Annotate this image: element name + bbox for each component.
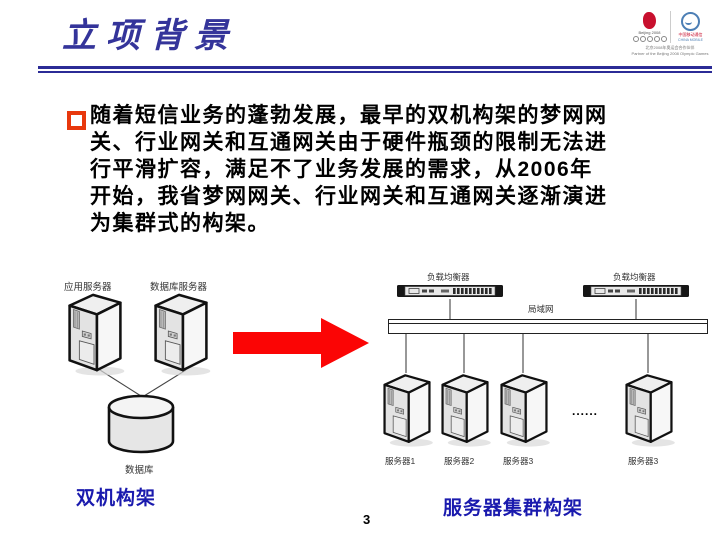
logo-caption: 北京2008年奥运会合作伙伴 Partner of the Beijing 20… [627,45,713,56]
db-server-label: 数据库服务器 [150,282,208,293]
cluster-server-1-label: 服务器1 [385,456,416,466]
paragraph-line: 随着短信业务的蓬勃发展，最早的双机构架的梦网网 [90,104,608,127]
load-balancer-1-icon [397,283,503,299]
database-cylinder-icon [106,393,176,457]
china-mobile-mark-icon [681,12,700,31]
cluster-server-n-label: 服务器3 [628,456,659,466]
cluster-server-3-label: 服务器3 [503,456,534,466]
title-rule-top [38,66,712,69]
body-paragraph: 随着短信业务的蓬勃发展，最早的双机构架的梦网网 关、行业网关和互通网关由于硬件瓶… [90,102,670,237]
china-mobile-cn-label: 中国移动通信 [678,32,703,37]
cluster-server-3-icon [497,371,551,447]
paragraph-line: 行平滑扩容，满足不了业务发展的需求，从2006年 [90,158,593,181]
logo-caption-en: Partner of the Beijing 2008 Olympic Game… [631,51,709,56]
lan-label: 局域网 [528,304,554,314]
partner-logo: Beijing 2008 中国移动通信 CHINA MOBILE 北京2008年… [627,11,713,56]
beijing-2008-label: Beijing 2008 [638,30,661,35]
app-server-tower-icon [62,290,128,376]
olympic-rings-icon [632,36,667,42]
logo-row: Beijing 2008 中国移动通信 CHINA MOBILE [627,11,713,43]
logo-divider [669,11,671,43]
left-diagram-caption: 双机构架 [76,488,157,509]
database-label: 数据库 [125,465,154,476]
china-mobile-en-label: CHINA MOBILE [678,38,703,42]
page-title: 立项背景 [62,16,238,56]
cluster-server-1-icon [380,371,434,447]
right-diagram-caption: 服务器集群构架 [443,498,584,519]
more-servers-ellipsis: ...... [572,404,599,418]
page-number: 3 [363,512,371,527]
app-server-label: 应用服务器 [64,282,112,293]
title-rule-bottom [38,71,712,73]
logo-caption-cn: 北京2008年奥运会合作伙伴 [645,45,695,50]
load-balancer-1-label: 负载均衡器 [427,272,470,282]
load-balancer-2-icon [583,283,689,299]
db-server-tower-icon [148,290,214,376]
paragraph-line: 关、行业网关和互通网关由于硬件瓶颈的限制无法进 [90,131,608,154]
beijing-emblem-glyph-icon [643,12,656,29]
paragraph-line: 为集群式的构架。 [90,212,270,235]
lan-bus-bar [388,319,708,334]
bullet-square-icon [67,111,86,130]
right-arrow-icon [233,318,369,368]
beijing-2008-emblem-icon: Beijing 2008 [632,12,667,42]
load-balancer-2-label: 负载均衡器 [613,272,656,282]
lan-bus-inner-line [389,323,707,325]
cluster-server-n-icon [622,371,676,447]
cluster-server-2-label: 服务器2 [444,456,475,466]
china-mobile-logo-icon: 中国移动通信 CHINA MOBILE [674,12,708,42]
cluster-server-2-icon [438,371,492,447]
paragraph-line: 开始，我省梦网网关、行业网关和互通网关逐渐演进 [90,185,608,208]
